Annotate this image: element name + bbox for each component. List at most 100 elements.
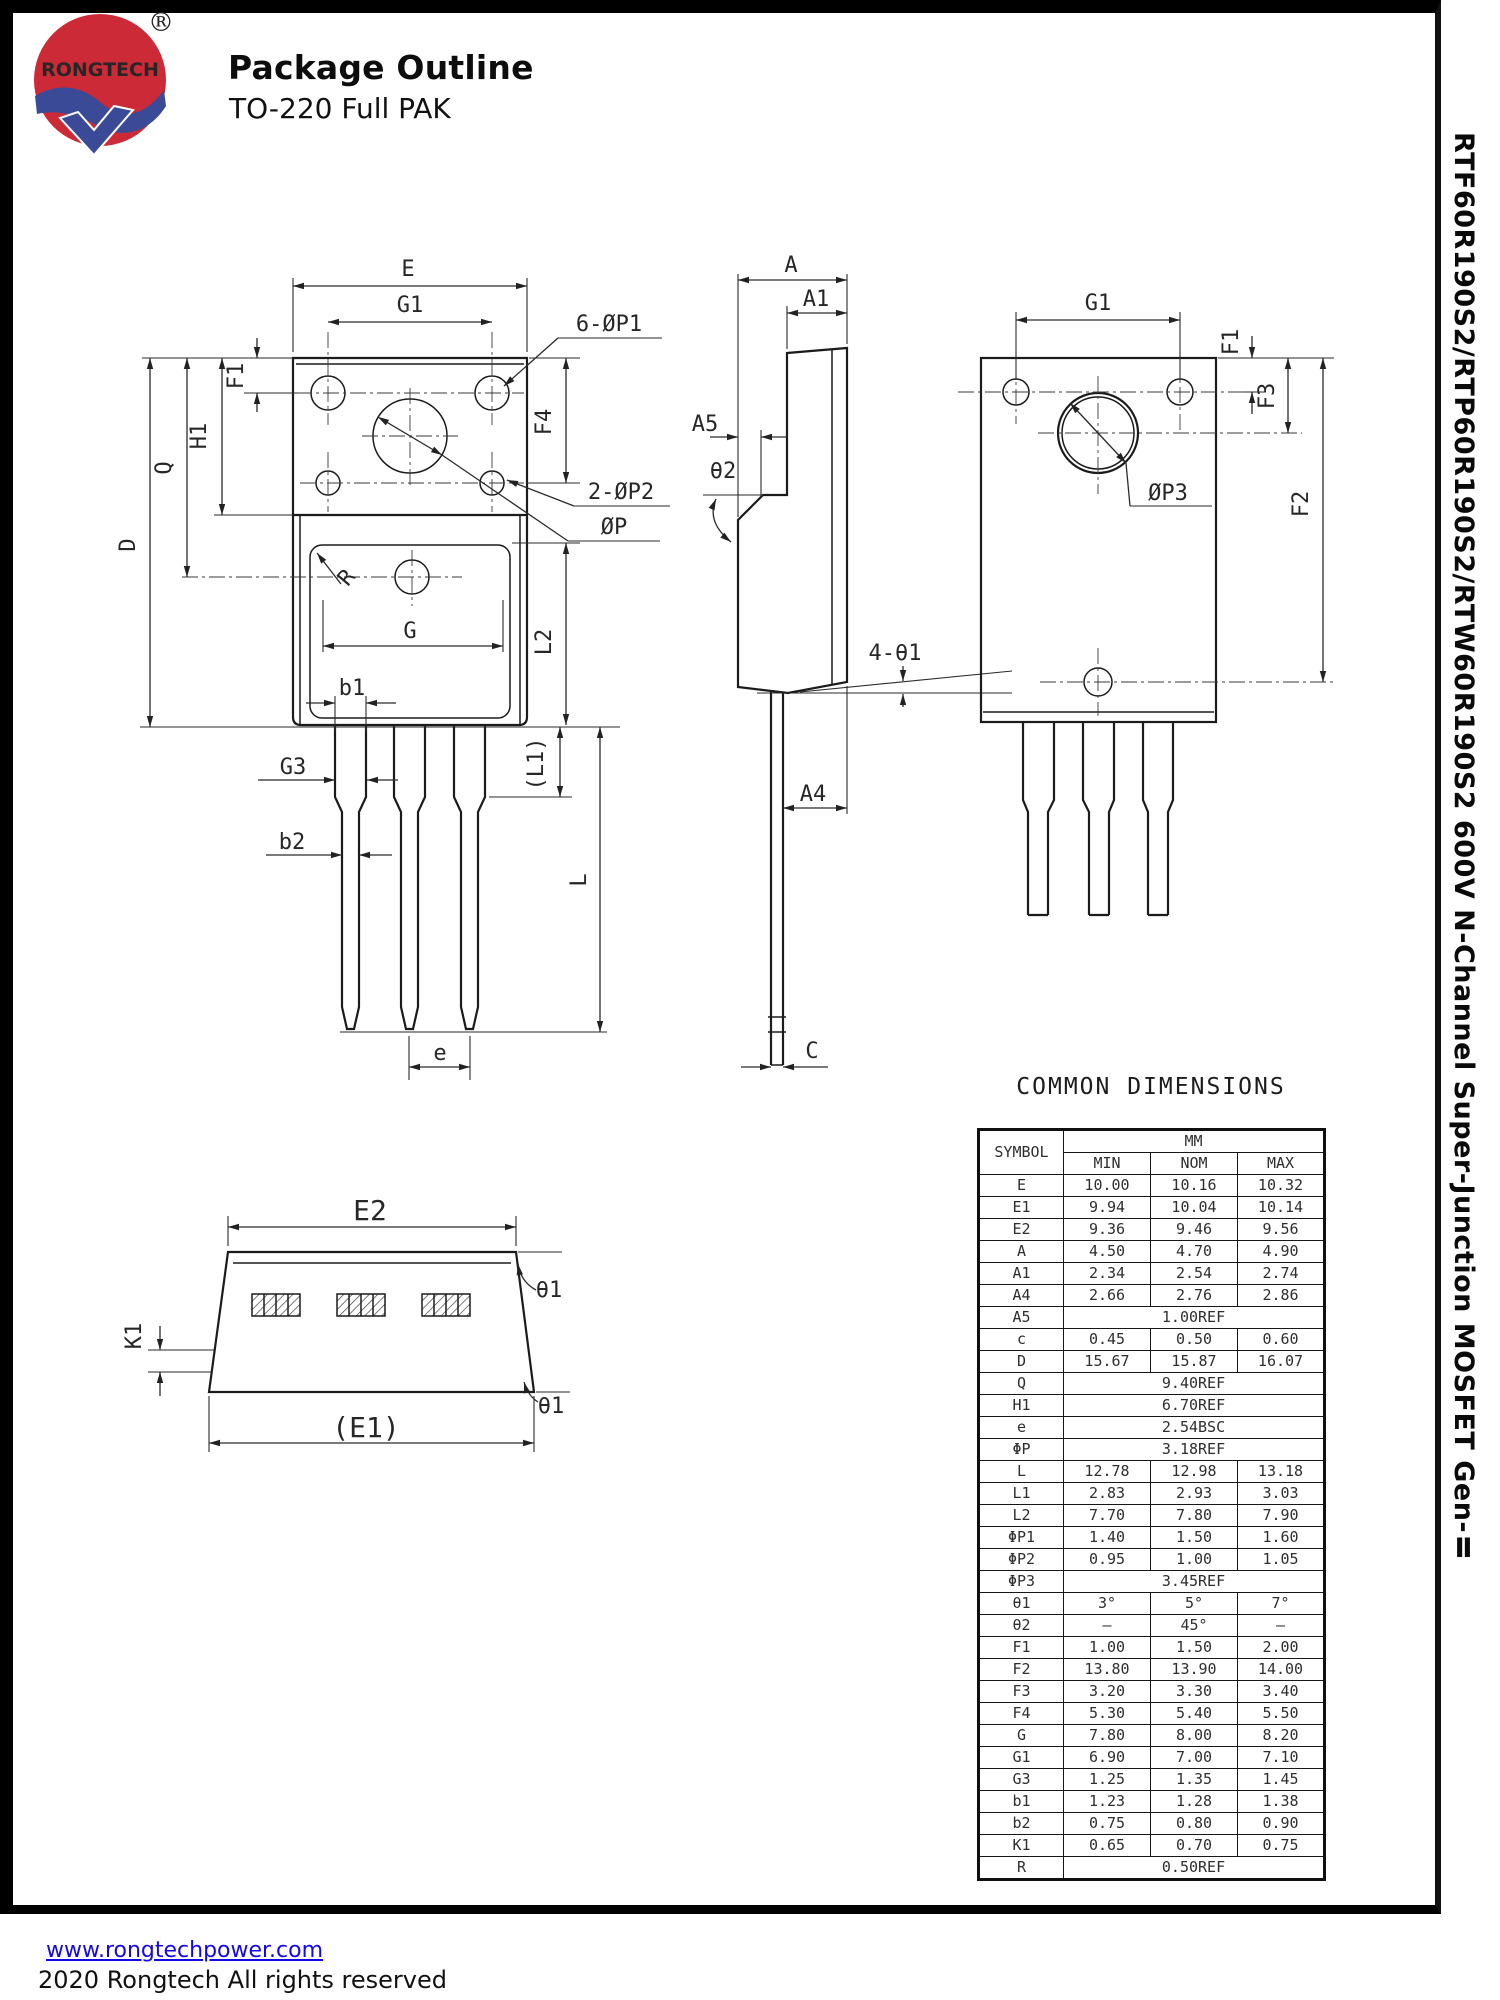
dim-label-K1: K1 bbox=[122, 1323, 147, 1350]
bottom-view: E2 θ1 θ1 bbox=[122, 1194, 570, 1452]
callout-R: R bbox=[333, 564, 361, 591]
website-link[interactable]: www.rongtechpower.com bbox=[46, 1938, 324, 1963]
value-cell-max: 10.14 bbox=[1237, 1196, 1325, 1219]
dim-label-A5: A5 bbox=[692, 412, 719, 437]
registered-trademark-icon: ® bbox=[148, 8, 174, 38]
value-cell-min: 7.80 bbox=[1063, 1724, 1151, 1747]
value-cell-span: 1.00REF bbox=[1063, 1306, 1325, 1329]
col-header-min: MIN bbox=[1063, 1152, 1151, 1175]
part-number-vertical-text: RTF60R190S2/RTP60R190S2/RTW60R190S2 600V… bbox=[1448, 132, 1479, 1565]
dim-label-L2: L2 bbox=[532, 629, 557, 656]
value-cell-min: 2.83 bbox=[1063, 1482, 1151, 1505]
symbol-cell: F2 bbox=[978, 1658, 1064, 1681]
value-cell-nom: 2.76 bbox=[1150, 1284, 1238, 1307]
dim-label-C: C bbox=[805, 1039, 818, 1064]
dim-label-E: E bbox=[401, 257, 414, 282]
symbol-cell: L2 bbox=[978, 1504, 1064, 1527]
value-cell-min: 15.67 bbox=[1063, 1350, 1151, 1373]
value-cell-span: 2.54BSC bbox=[1063, 1416, 1325, 1439]
dim-label-L: L bbox=[567, 873, 592, 886]
value-cell-max: 0.75 bbox=[1237, 1834, 1325, 1857]
value-cell-span: 3.45REF bbox=[1063, 1570, 1325, 1593]
value-cell-max: 0.60 bbox=[1237, 1328, 1325, 1351]
page-title: Package Outline bbox=[228, 48, 534, 87]
value-cell-nom: 1.35 bbox=[1150, 1768, 1238, 1791]
dim-label-A: A bbox=[784, 253, 797, 278]
value-cell-nom: 10.04 bbox=[1150, 1196, 1238, 1219]
value-cell-nom: 9.46 bbox=[1150, 1218, 1238, 1241]
dim-label-Q: Q bbox=[152, 461, 177, 474]
value-cell-nom: 15.87 bbox=[1150, 1350, 1238, 1373]
col-header-max: MAX bbox=[1237, 1152, 1325, 1175]
value-cell-max: 13.18 bbox=[1237, 1460, 1325, 1483]
value-cell-nom: 7.00 bbox=[1150, 1746, 1238, 1769]
symbol-cell: ΦP3 bbox=[978, 1570, 1064, 1593]
symbol-cell: b2 bbox=[978, 1812, 1064, 1835]
value-cell-nom: 5° bbox=[1150, 1592, 1238, 1615]
symbol-cell: G bbox=[978, 1724, 1064, 1747]
value-cell-max: 2.74 bbox=[1237, 1262, 1325, 1285]
callout-6-P1: 6-ØP1 bbox=[576, 312, 642, 337]
symbol-cell: E bbox=[978, 1174, 1064, 1197]
value-cell-max: 3.40 bbox=[1237, 1680, 1325, 1703]
symbol-cell: ΦP bbox=[978, 1438, 1064, 1461]
value-cell-min: 9.36 bbox=[1063, 1218, 1151, 1241]
dim-label-L1: (L1) bbox=[524, 738, 549, 791]
dim-label-E1: (E1) bbox=[332, 1411, 399, 1444]
dim-label-e: e bbox=[433, 1041, 446, 1066]
symbol-cell: F3 bbox=[978, 1680, 1064, 1703]
angle-label-theta2: θ2 bbox=[710, 459, 737, 484]
value-cell-nom: 0.80 bbox=[1150, 1812, 1238, 1835]
value-cell-nom: 12.98 bbox=[1150, 1460, 1238, 1483]
value-cell-max: 5.50 bbox=[1237, 1702, 1325, 1725]
table-row: θ2–45°– bbox=[978, 1614, 1325, 1637]
symbol-cell: E2 bbox=[978, 1218, 1064, 1241]
value-cell-min: – bbox=[1063, 1614, 1151, 1637]
value-cell-span: 9.40REF bbox=[1063, 1372, 1325, 1395]
value-cell-max: 1.60 bbox=[1237, 1526, 1325, 1549]
value-cell-max: 0.90 bbox=[1237, 1812, 1325, 1835]
symbol-cell: c bbox=[978, 1328, 1064, 1351]
value-cell-min: 2.34 bbox=[1063, 1262, 1151, 1285]
value-cell-nom: 0.50 bbox=[1150, 1328, 1238, 1351]
value-cell-nom: 2.93 bbox=[1150, 1482, 1238, 1505]
table-title: COMMON DIMENSIONS bbox=[1016, 1074, 1286, 1100]
value-cell-min: 0.95 bbox=[1063, 1548, 1151, 1571]
value-cell-min: 6.90 bbox=[1063, 1746, 1151, 1769]
value-cell-min: 10.00 bbox=[1063, 1174, 1151, 1197]
dim-label-F2: F2 bbox=[1289, 491, 1314, 518]
symbol-cell: A1 bbox=[978, 1262, 1064, 1285]
value-cell-min: 1.23 bbox=[1063, 1790, 1151, 1813]
angle-label-4-theta1: 4-θ1 bbox=[869, 641, 922, 666]
value-cell-max: 3.03 bbox=[1237, 1482, 1325, 1505]
symbol-cell: A4 bbox=[978, 1284, 1064, 1307]
logo-text: RONGTECH bbox=[41, 59, 159, 81]
value-cell-min: 13.80 bbox=[1063, 1658, 1151, 1681]
dim-label-H1: H1 bbox=[187, 423, 212, 450]
symbol-cell: K1 bbox=[978, 1834, 1064, 1857]
dim-label-D: D bbox=[116, 538, 141, 551]
symbol-cell: A bbox=[978, 1240, 1064, 1263]
back-view: G1 ØP3 F1 F3 F2 bbox=[958, 291, 1334, 917]
pin-cluster bbox=[421, 1293, 471, 1317]
dim-label-F1-front: F1 bbox=[224, 363, 249, 390]
value-cell-max: – bbox=[1237, 1614, 1325, 1637]
value-cell-min: 12.78 bbox=[1063, 1460, 1151, 1483]
value-cell-max: 7° bbox=[1237, 1592, 1325, 1615]
value-cell-max: 1.45 bbox=[1237, 1768, 1325, 1791]
